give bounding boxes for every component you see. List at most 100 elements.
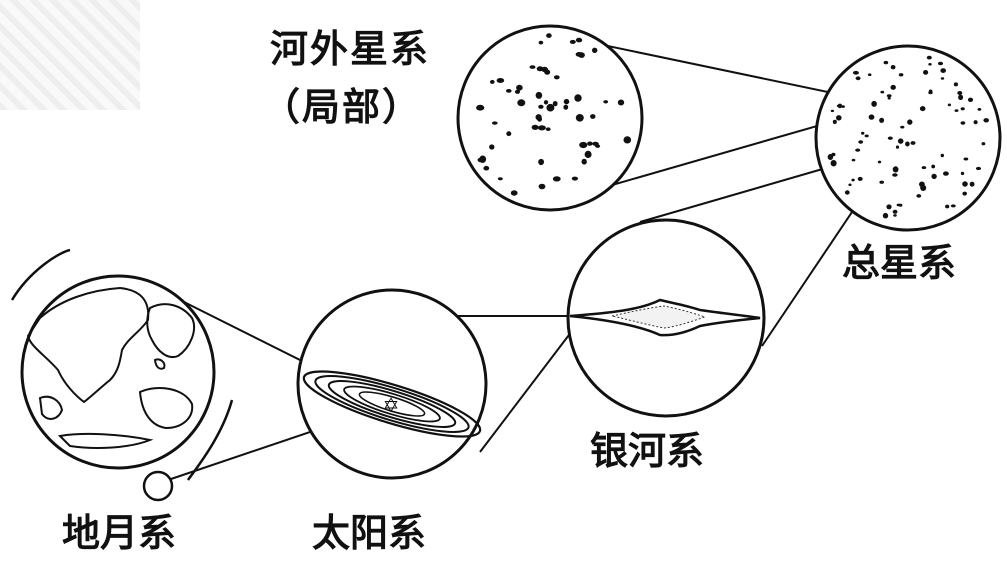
solar-system-circle: ✡ xyxy=(296,288,488,480)
star-dot xyxy=(898,73,904,77)
star-dot xyxy=(886,204,892,210)
star-dot xyxy=(529,65,536,69)
star-dot xyxy=(581,158,587,165)
star-dot xyxy=(919,106,926,112)
star-dot xyxy=(579,141,588,149)
star-dot xyxy=(538,158,544,166)
star-dot xyxy=(510,190,518,196)
star-dot xyxy=(910,141,916,145)
star-dot xyxy=(919,181,925,188)
earth-orbit-arc xyxy=(10,248,71,301)
label-extragalactic-title: 河外星系 xyxy=(270,27,431,71)
star-dot xyxy=(877,160,882,164)
star-dot xyxy=(837,103,843,109)
star-dot xyxy=(506,131,512,137)
star-dot xyxy=(575,52,583,57)
star-dot xyxy=(899,203,903,207)
star-dot xyxy=(575,114,584,122)
star-dot xyxy=(969,181,975,187)
earth-continents xyxy=(26,286,196,449)
star-dot xyxy=(516,84,523,91)
star-dot xyxy=(957,91,963,95)
star-dot xyxy=(926,55,932,60)
star-dot xyxy=(940,77,945,80)
star-dot xyxy=(496,78,505,83)
star-dot xyxy=(851,158,856,162)
star-dot xyxy=(882,212,889,219)
star-dot xyxy=(864,134,869,138)
star-dot xyxy=(905,141,910,147)
star-dot xyxy=(574,94,582,102)
star-dot xyxy=(584,150,592,158)
star-dot xyxy=(973,120,978,125)
star-dot xyxy=(867,73,872,76)
star-dot xyxy=(569,39,576,44)
label-metagalaxy: 总星系 xyxy=(842,241,957,285)
star-dot xyxy=(907,119,913,125)
star-dot xyxy=(883,60,889,65)
star-dot xyxy=(514,89,521,94)
star-dot xyxy=(836,115,842,121)
star-dot xyxy=(841,105,845,108)
star-dot xyxy=(975,166,982,171)
star-dot xyxy=(483,165,490,171)
moon-icon xyxy=(142,470,174,502)
star-dot xyxy=(967,97,974,103)
star-dot xyxy=(947,103,952,107)
star-dot xyxy=(546,33,552,38)
star-dot xyxy=(544,69,551,75)
star-dot xyxy=(892,166,899,173)
star-dot xyxy=(890,65,896,70)
star-dot xyxy=(962,191,967,196)
star-dot xyxy=(871,100,877,107)
star-dot xyxy=(852,70,859,75)
star-dot xyxy=(490,79,495,84)
star-dot xyxy=(563,98,570,105)
star-dot xyxy=(538,183,546,190)
star-dot xyxy=(962,181,968,187)
star-dot xyxy=(479,155,487,163)
star-dot xyxy=(916,194,922,198)
star-dot xyxy=(887,136,893,140)
star-dot xyxy=(861,131,865,135)
star-dot xyxy=(977,108,982,111)
galaxy-bulge xyxy=(611,305,707,329)
star-dot xyxy=(950,204,956,208)
star-dot xyxy=(590,114,596,119)
label-galaxy: 银河系 xyxy=(590,429,705,473)
star-dot xyxy=(937,61,944,66)
metagalaxy-circle xyxy=(814,44,1002,232)
star-dot xyxy=(983,118,989,123)
star-dot xyxy=(538,104,544,109)
star-dot xyxy=(830,109,835,113)
star-dot xyxy=(531,124,539,130)
star-dot xyxy=(552,101,558,107)
star-dot xyxy=(880,90,885,94)
star-dot xyxy=(623,136,632,144)
extragalactic-circle xyxy=(456,24,644,212)
star-dot xyxy=(844,190,850,195)
star-dot xyxy=(571,176,579,181)
star-dot xyxy=(546,103,555,112)
star-dot xyxy=(940,153,944,158)
star-dot xyxy=(892,173,898,177)
star-dot xyxy=(617,99,625,106)
galaxy-circle xyxy=(566,218,766,418)
star-dot xyxy=(960,171,965,176)
earth-moon-system xyxy=(10,248,234,502)
star-dot xyxy=(895,145,900,149)
star-dot xyxy=(492,121,498,125)
star-dot xyxy=(897,138,904,144)
moon-orbit-arc xyxy=(186,399,234,481)
star-dot xyxy=(517,99,526,107)
star-dot xyxy=(538,40,544,45)
star-dot xyxy=(931,164,936,169)
star-dot xyxy=(858,140,864,144)
star-dot xyxy=(879,117,885,123)
star-dot xyxy=(553,75,560,80)
star-dot xyxy=(552,176,561,182)
star-dot xyxy=(923,70,929,75)
star-dot xyxy=(497,177,503,181)
